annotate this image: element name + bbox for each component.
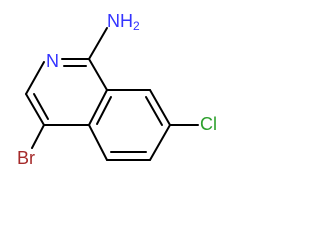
structure-svg: N NH2 Br Cl: [17, 11, 217, 168]
molecule-diagram: N NH2 Br Cl: [17, 10, 217, 168]
atom-label-nh2: NH2: [107, 11, 140, 33]
bond-c7-c6: [149, 124, 171, 161]
bond-c4-br: [31, 124, 45, 149]
atom-labels: N NH2 Br Cl: [17, 11, 217, 168]
atom-label-br: Br: [17, 148, 35, 168]
bond-c8-c7: [149, 89, 171, 126]
atom-label-cl: Cl: [200, 114, 217, 134]
bonds: [25, 27, 199, 161]
bond-c4a-c8a: [88, 89, 108, 126]
bond-c1-c8a: [88, 58, 108, 91]
bond-n2-c3: [25, 61, 45, 95]
bond-c8-c7-double: [145, 96, 163, 126]
bond-c3-c4: [25, 93, 45, 126]
atom-label-n-ring: N: [46, 51, 59, 71]
bond-c1-nh2: [88, 27, 108, 60]
bond-c4a-c8a-inner: [96, 96, 112, 125]
bond-c3-c4-double: [33, 93, 49, 120]
bond-c5-c4a: [88, 124, 108, 161]
